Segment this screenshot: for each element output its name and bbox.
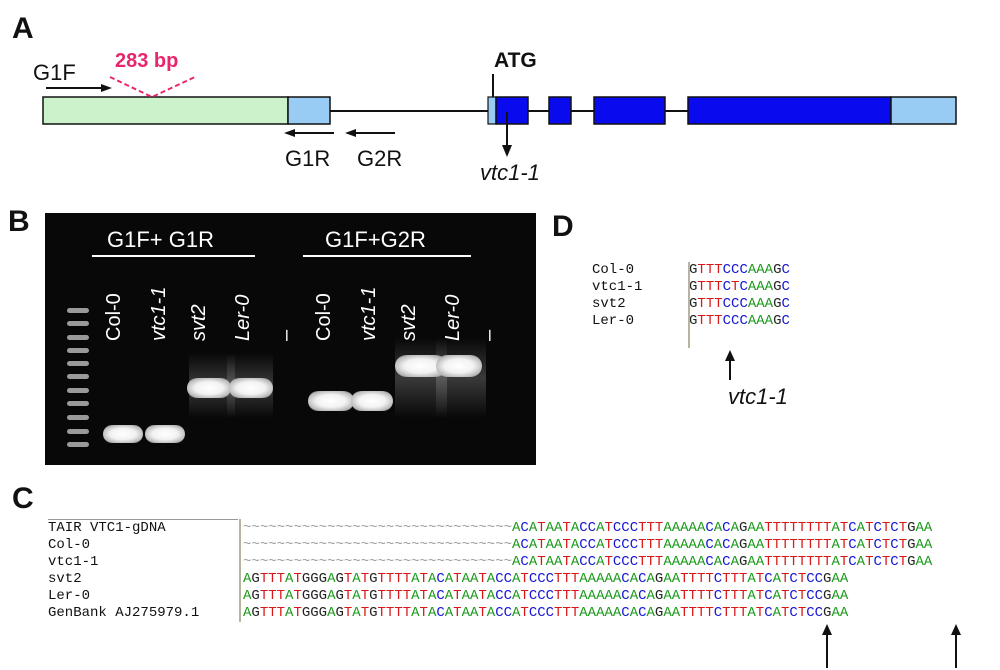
alignment-d: Col-0 GTTTCCCAAAGC vtc1-1 GTTTCTCAAAGC s… [592,262,790,330]
ladder-band [67,429,89,434]
alignment-c-label: vtc1-1 [48,554,99,570]
g2r-label: G2R [357,146,403,171]
alignment-c-top-rule [48,519,238,520]
band-smear [395,338,447,418]
alignment-c-label: Ler-0 [48,588,91,604]
vtc1-site-arrow [725,350,735,380]
alignment-d-row: svt2 GTTTCCCAAAGC [592,296,790,313]
utr-5prime [287,96,331,125]
ladder-band [67,361,89,366]
alignment-c-label: TAIR VTC1-gDNA [48,520,166,536]
alignment-c-label: svt2 [48,571,82,587]
alignment-d-sequence: GTTTCTCAAAGC [689,279,790,295]
alignment-c-row: Ler-0 AGTTTATGGGAGTATGTTTTATACATAATACCAT… [48,588,932,605]
ladder-band [67,442,89,447]
alignment-d-row: vtc1-1 GTTTCTCAAAGC [592,279,790,296]
alignment-c-sequence: AGTTTATGGGAGTATGTTTTATACATAATACCATCCCTTT… [243,605,849,621]
alignment-d-label: Ler-0 [592,313,635,329]
ladder-band [67,335,89,340]
lane-label: svt2 [398,304,420,341]
ladder-band [67,415,89,420]
utr-exon1 [487,96,497,125]
gel-band [229,378,273,398]
gel-group1-underline [92,255,255,257]
ladder-band [67,321,89,326]
lane-label: Col-0 [103,293,125,341]
exon-4 [687,96,892,125]
alignment-d-sequence: GTTTCCCAAAGC [689,313,790,329]
alignment-c-sequence: AGTTTATGGGAGTATGTTTTATACATAATACCATCCCTTT… [243,571,849,587]
gene-diagram [42,74,957,157]
alignment-d-label: vtc1-1 [592,279,643,295]
alignment-c-row: svt2 AGTTTATGGGAGTATGTTTTATACATAATACCATC… [48,571,932,588]
alignment-d-row: Col-0 GTTTCCCAAAGC [592,262,790,279]
alignment-d-sequence: GTTTCCCAAAGC [689,262,790,278]
gel-band [187,378,231,398]
alignment-c-row: TAIR VTC1-gDNA ~~~~~~~~~~~~~~~~~~~~~~~~~… [48,520,932,537]
deletion-size-label: 283 bp [115,50,179,72]
alignment-c-label: Col-0 [48,537,91,553]
alignment-c-sequence: ~~~~~~~~~~~~~~~~~~~~~~~~~~~~~~~~ACATAATA… [243,537,933,553]
gel-band [103,425,143,443]
vtc1-mutation-label: vtc1-1 [480,160,540,185]
lane-label: svt2 [188,304,210,341]
snp-arrow-2 [951,624,961,668]
panel-d-letter: D [552,210,574,243]
ladder-band [67,348,89,353]
gel-group2-label: G1F+G2R [325,227,426,252]
alignment-d-sequence: GTTTCCCAAAGC [689,296,790,312]
alignment-c-label: GenBank AJ275979.1 [48,605,200,621]
gel-group1-label: G1F+ G1R [107,227,214,252]
alignment-c-sequence: ~~~~~~~~~~~~~~~~~~~~~~~~~~~~~~~~ACATAATA… [243,520,933,536]
g1r-arrow-head [284,129,295,137]
utr-3prime [890,96,957,125]
gel-group2-underline [303,255,471,257]
alignment-c-sequence: AGTTTATGGGAGTATGTTTTATACATAATACCATCCCTTT… [243,588,849,604]
promoter-region [42,96,289,125]
alignment-d-label: svt2 [592,296,626,312]
gel-band [395,355,447,377]
alignment-c-row: GenBank AJ275979.1 AGTTTATGGGAGTATGTTTTA… [48,605,932,622]
alignment-c-sequence: ~~~~~~~~~~~~~~~~~~~~~~~~~~~~~~~~ACATAATA… [243,554,933,570]
exon-1 [495,96,529,125]
vtc1-site-label: vtc1-1 [728,384,788,409]
ladder-band [67,374,89,379]
ladder-band [67,401,89,406]
lane-label: vtc1-1 [148,286,170,341]
g2r-arrow-head [345,129,356,137]
ladder-band [67,308,89,313]
lane-label: Col-0 [313,293,335,341]
gel-band [436,355,482,377]
gel-image: G1F+ G1R G1F+G2R Col-0 vtc1-1 svt2 Ler-0… [45,213,536,465]
vtc1-arrow-head [502,145,512,157]
g1r-label: G1R [285,146,331,171]
gel-band [308,391,354,411]
deletion-marker [109,76,196,99]
alignment-c-row: vtc1-1 ~~~~~~~~~~~~~~~~~~~~~~~~~~~~~~~~A… [48,554,932,571]
lane-label: Ler-0 [232,294,254,341]
lane-label: Ler-0 [442,294,464,341]
lane-label: – [275,329,297,341]
atg-label: ATG [494,49,537,72]
alignment-c-row: Col-0 ~~~~~~~~~~~~~~~~~~~~~~~~~~~~~~~~AC… [48,537,932,554]
lane-label: vtc1-1 [358,286,380,341]
g1f-label: G1F [33,60,76,85]
snp-arrow-1 [822,624,832,668]
panel-c-letter: C [12,482,34,515]
panel-b-letter: B [8,205,30,238]
panel-a-letter: A [12,12,34,45]
alignment-c: TAIR VTC1-gDNA ~~~~~~~~~~~~~~~~~~~~~~~~~… [48,520,932,622]
exon-2 [548,96,572,125]
band-smear [436,338,486,418]
alignment-d-divider [688,262,690,348]
alignment-d-label: Col-0 [592,262,635,278]
alignment-d-row: Ler-0 GTTTCCCAAAGC [592,313,790,330]
alignment-c-divider [239,519,241,622]
gel-band [145,425,185,443]
ladder-band [67,388,89,393]
gel-band [351,391,393,411]
g1f-arrow-head [101,84,112,92]
exon-3 [593,96,666,125]
